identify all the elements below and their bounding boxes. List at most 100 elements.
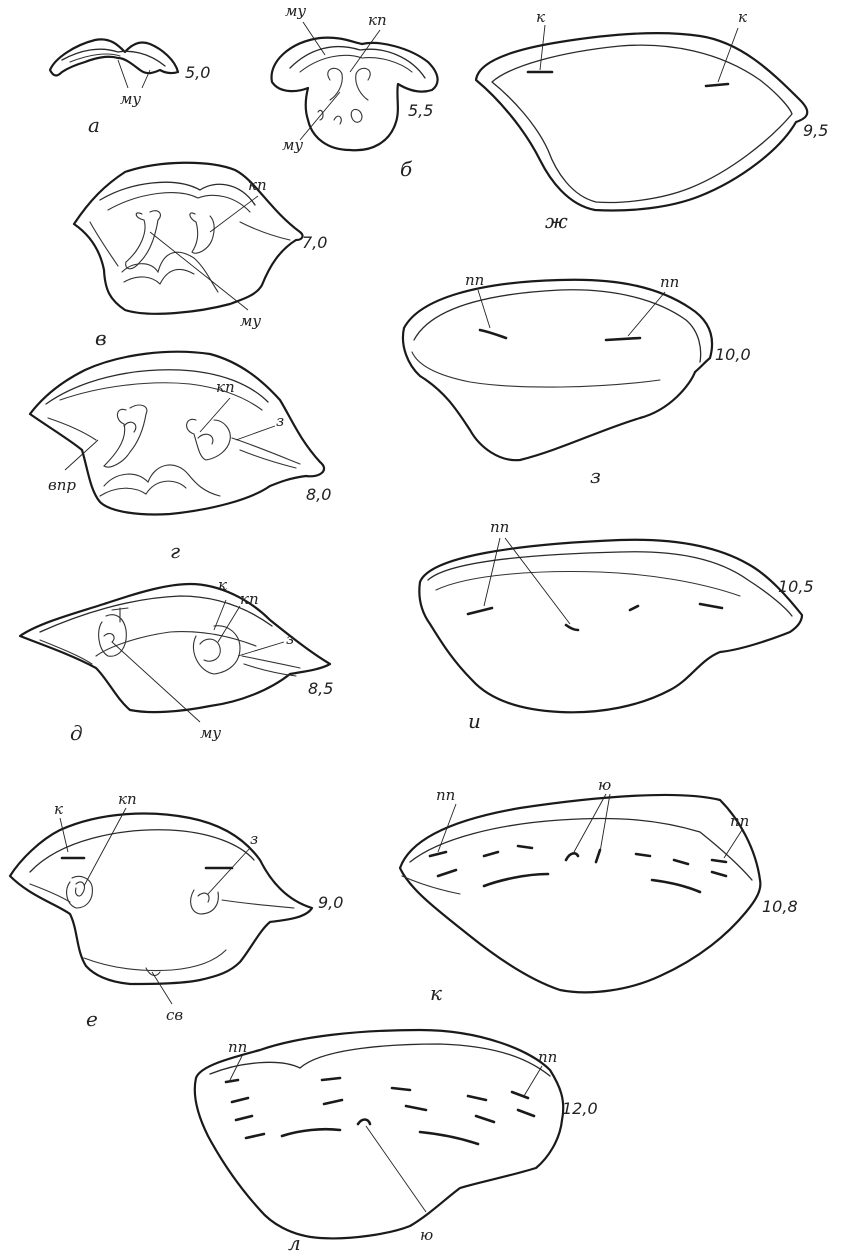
leader-g-vpr xyxy=(65,440,98,470)
label-i-pp: пп xyxy=(490,518,509,536)
value-l: 12,0 xyxy=(562,1099,598,1118)
label-k-pp-right: пп xyxy=(730,812,749,830)
section-l-slit-13 xyxy=(476,1116,494,1122)
leader-i-pp-1 xyxy=(484,538,500,606)
label-e-kp: кп xyxy=(118,790,137,808)
section-label-l: л xyxy=(288,1231,301,1255)
section-k-slit-3 xyxy=(484,852,498,856)
section-l-slit-9 xyxy=(392,1088,410,1090)
section-l-slit-3 xyxy=(236,1116,252,1120)
leader-g-z xyxy=(236,426,275,440)
section-k-inner xyxy=(410,819,752,881)
section-l-slit-7 xyxy=(324,1100,342,1104)
leader-l-pp-right xyxy=(524,1066,542,1096)
section-g-scar-right xyxy=(187,419,231,460)
section-label-a: а xyxy=(88,113,100,137)
value-v: 7,0 xyxy=(302,233,327,252)
section-b-muscle-scar-left xyxy=(328,68,343,100)
section-i-inner xyxy=(428,552,792,616)
value-zh: 9,5 xyxy=(803,121,828,140)
leader-b-kp xyxy=(350,30,380,72)
value-k: 10,8 xyxy=(762,897,798,916)
section-i-slit-1 xyxy=(468,608,492,614)
leader-z-pp-left xyxy=(478,290,490,328)
section-z-outline xyxy=(403,280,712,460)
section-l-slit-10 xyxy=(406,1106,426,1110)
label-b-kp: кп xyxy=(368,11,387,29)
label-e-sv: св xyxy=(166,1006,183,1024)
section-label-k: к xyxy=(430,981,442,1005)
value-g: 8,0 xyxy=(306,485,331,504)
label-e-z: з xyxy=(250,830,258,848)
section-v-scar-right xyxy=(190,213,214,253)
section-k-slit-1 xyxy=(430,852,446,856)
section-k-slit-12 xyxy=(712,872,726,876)
section-b: му кп му 5,5 б xyxy=(272,2,438,181)
label-l-pp-right: пп xyxy=(538,1048,557,1066)
section-z-slit-left xyxy=(480,330,506,338)
label-d-kp: кп xyxy=(240,590,259,608)
label-b-mu-top: му xyxy=(285,2,306,20)
section-i-outline xyxy=(419,540,802,713)
section-z-slit-right xyxy=(606,338,640,340)
label-a-mu: му xyxy=(120,90,141,108)
label-z-pp-left: пп xyxy=(465,271,484,289)
label-l-pp-left: пп xyxy=(228,1038,247,1056)
section-e-inner xyxy=(30,830,254,872)
section-zh-outline xyxy=(476,33,807,210)
section-l: пп пп ю 12,0 л xyxy=(195,1030,598,1255)
section-i: пп 10,5 и xyxy=(419,518,813,733)
section-z: пп пп 10,0 з xyxy=(403,271,751,488)
section-d-outline xyxy=(20,584,330,712)
section-k-slit-11 xyxy=(712,860,726,862)
section-l-slit-11 xyxy=(420,1132,478,1144)
value-d: 8,5 xyxy=(308,679,333,698)
label-b-mu-bottom: му xyxy=(282,136,303,154)
section-e-scar-left xyxy=(67,876,93,908)
section-a: му 5,0 а xyxy=(50,39,210,137)
label-z-pp-right: пп xyxy=(660,273,679,291)
section-i-slit-4 xyxy=(700,604,722,608)
section-k-slit-10 xyxy=(652,880,700,892)
section-label-zh: ж xyxy=(545,209,568,233)
value-z: 10,0 xyxy=(715,345,751,364)
section-label-g: г xyxy=(170,539,180,563)
section-i-slit-2 xyxy=(566,625,578,630)
section-zh-inner xyxy=(492,45,792,202)
section-b-inner xyxy=(290,47,425,78)
section-b-muscle-scar-right xyxy=(356,68,371,100)
leader-d-z xyxy=(238,642,284,656)
value-b: 5,5 xyxy=(408,101,433,120)
section-label-i: и xyxy=(468,709,481,733)
leader-e-k xyxy=(60,818,68,852)
section-e: к кп з св 9,0 е xyxy=(10,790,343,1031)
section-l-slit-2 xyxy=(232,1098,248,1102)
section-label-z: з xyxy=(590,464,601,488)
section-k: пп ю пп 10,8 к xyxy=(400,776,798,1005)
leader-g-kp xyxy=(200,398,230,432)
section-d-scar-left xyxy=(99,615,127,656)
value-i: 10,5 xyxy=(778,577,814,596)
section-g-muscle xyxy=(104,465,220,496)
leader-zh-k-right xyxy=(718,28,738,82)
section-l-slit-8 xyxy=(358,1120,370,1125)
label-e-k: к xyxy=(54,800,63,818)
leader-d-mu xyxy=(112,642,200,722)
section-b-outline xyxy=(272,38,438,151)
label-zh-k-right: к xyxy=(738,8,747,26)
label-d-mu: му xyxy=(200,724,221,742)
label-l-yu: ю xyxy=(420,1226,433,1244)
section-k-outline xyxy=(400,795,760,992)
section-g-scar-left xyxy=(104,405,147,467)
label-g-z: з xyxy=(276,412,284,430)
leader-a-mu-1 xyxy=(118,60,128,88)
section-k-slit-5 xyxy=(484,874,548,886)
leader-i-pp-2 xyxy=(505,538,570,624)
leader-k-pp-left xyxy=(438,804,456,852)
label-zh-k-left: к xyxy=(536,8,545,26)
section-l-slit-6 xyxy=(322,1078,340,1080)
section-e-outline xyxy=(10,814,312,984)
section-l-slit-4 xyxy=(246,1134,264,1138)
